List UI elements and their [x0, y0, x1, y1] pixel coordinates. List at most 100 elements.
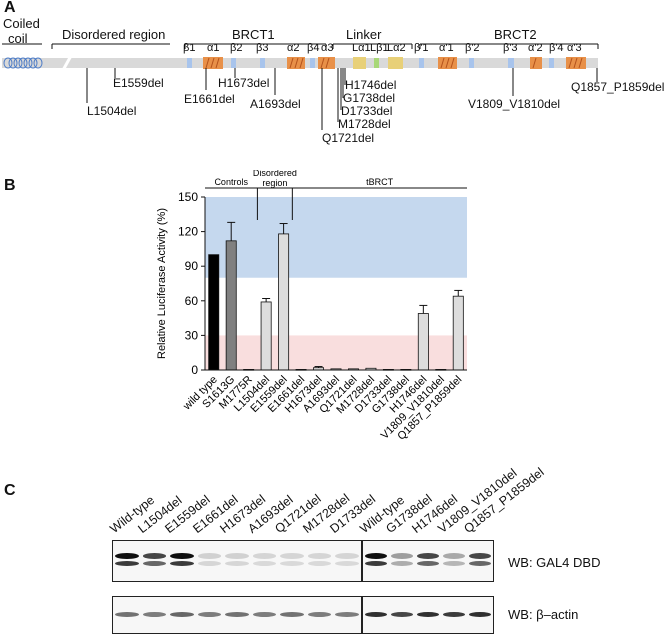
blot-band: [365, 553, 387, 559]
blot-band: [365, 561, 387, 566]
sse-label-la1: Lα1: [352, 42, 371, 54]
group-label-tbrct: tBRCT: [366, 177, 394, 187]
blot-band: [197, 612, 222, 617]
y-tick-label: 30: [185, 328, 199, 342]
mutation-label: V1809_V1810del: [468, 97, 561, 111]
blot-band: [443, 612, 465, 617]
sse-label-bp2: β'2: [465, 42, 480, 54]
blot-band: [225, 553, 249, 559]
blot-band: [170, 612, 194, 617]
blot-band: [170, 553, 194, 559]
coiled-coil-label-line2: coil: [8, 31, 28, 46]
blot-band: [391, 561, 413, 566]
sse-label-b2: β2: [230, 42, 243, 54]
blot-band: [225, 612, 249, 617]
sse-label-ap1: α'1: [439, 42, 454, 54]
sse-label-b1: β1: [183, 42, 196, 54]
blot-band: [280, 561, 304, 566]
mutation-label: Q1721del: [322, 131, 375, 145]
blot-gal4-right: [362, 540, 494, 582]
blot-band: [252, 553, 277, 559]
blot-band: [197, 561, 222, 566]
blot-band: [307, 561, 332, 566]
bar-S1613G: [225, 240, 237, 371]
blot-band: [469, 553, 491, 559]
y-axis-title: Relative Luciferase Activity (%): [156, 208, 168, 359]
sse-label-bp4: β'4: [549, 42, 564, 54]
blot-band: [170, 561, 194, 566]
blot-band: [417, 612, 439, 617]
blot-band: [417, 561, 439, 566]
blot-band: [225, 561, 249, 566]
mutation-label: D1733del: [341, 104, 393, 118]
blot-band: [142, 561, 167, 566]
mutation-label: L1504del: [87, 104, 137, 118]
mutation-label: A1693del: [250, 97, 301, 111]
mutation-label: E1661del: [184, 92, 235, 106]
bar-E1559del: [278, 233, 290, 371]
blot-band: [391, 612, 413, 617]
mutation-label: Q1857_P1859del: [571, 80, 665, 94]
blot-band: [335, 553, 359, 559]
blot-band: [391, 553, 413, 559]
sse-label-a1: α1: [207, 42, 220, 54]
blot-band: [335, 561, 359, 566]
bar-H1746del: [417, 313, 429, 371]
blot-band: [417, 553, 439, 559]
sse-label-b4: β4: [307, 42, 320, 54]
blot-band: [469, 612, 491, 617]
bar-wild type: [208, 254, 220, 371]
blot-band: [115, 553, 139, 559]
blot-band: [307, 612, 332, 617]
linker-label: Linker: [346, 27, 382, 42]
group-label-region: region: [262, 178, 287, 188]
sse-label-ap3: α'3: [567, 42, 582, 54]
mutation-label: E1559del: [113, 76, 164, 90]
domain-map: [2, 43, 599, 130]
bar-Q1857_P1859del: [452, 295, 464, 371]
y-tick-label: 60: [185, 294, 199, 308]
blot-band: [142, 553, 167, 559]
brct2-label: BRCT2: [494, 27, 537, 42]
blot-actin-left: [112, 596, 362, 634]
group-label-disordered: Disordered: [253, 170, 297, 178]
blot-band: [443, 561, 465, 566]
y-tick-label: 120: [178, 225, 198, 239]
blot-actin-right: [362, 596, 494, 634]
blot-band: [197, 553, 222, 559]
blot-band: [115, 561, 139, 566]
mutation-label: H1673del: [218, 76, 270, 90]
mutation-label: H1746del: [345, 78, 397, 92]
blot-band: [335, 612, 359, 617]
sse-label-lb1: Lβ1: [370, 42, 389, 54]
panel-a-letter: A: [4, 0, 16, 16]
blot-band: [443, 553, 465, 559]
blot-band: [142, 612, 167, 617]
sse-label-ap2: α'2: [528, 42, 543, 54]
coiled-coil-label-line1: Coiled: [3, 16, 40, 31]
blot-band: [469, 561, 491, 566]
shade-band: [205, 197, 467, 278]
sse-label-b3: β3: [256, 42, 269, 54]
y-tick-label: 90: [185, 259, 199, 273]
blot-band: [252, 612, 277, 617]
wb-gal4-label: WB: GAL4 DBD: [508, 555, 601, 570]
blot-band: [280, 553, 304, 559]
wb-actin-label: WB: β–actin: [508, 607, 579, 622]
sse-label-bp3: β'3: [503, 42, 518, 54]
coiled-coil-label: Coiled coil: [3, 16, 40, 46]
blot-band: [280, 612, 304, 617]
blot-gal4-left: [112, 540, 362, 582]
blot-band: [307, 553, 332, 559]
bar-L1504del: [260, 301, 272, 371]
panel-c-letter: C: [4, 482, 16, 499]
group-label-controls: Controls: [214, 177, 248, 187]
y-tick-label: 150: [178, 190, 198, 204]
blot-band: [252, 561, 277, 566]
brct1-label: BRCT1: [232, 27, 275, 42]
y-tick-label: 0: [191, 363, 198, 377]
disordered-region-label: Disordered region: [62, 27, 166, 42]
sse-label-a2: α2: [287, 42, 300, 54]
panel-b-letter: B: [4, 177, 16, 194]
